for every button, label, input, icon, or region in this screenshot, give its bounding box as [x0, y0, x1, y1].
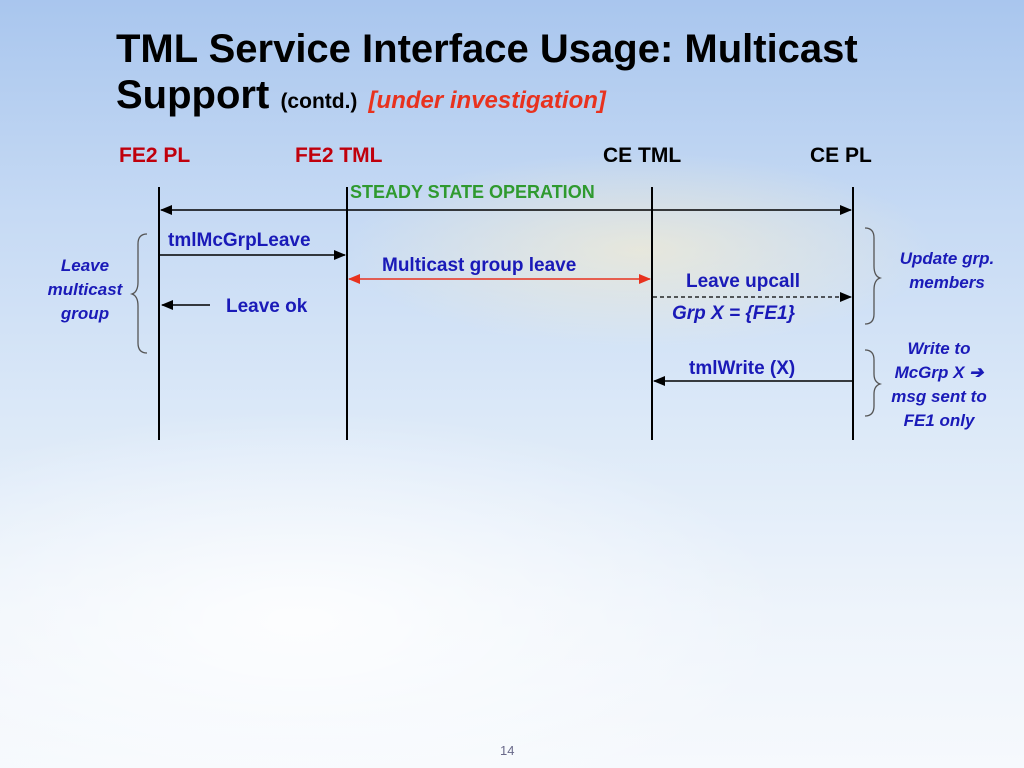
- note-leave-multicast-group: Leave multicast group: [30, 254, 140, 326]
- msg-leave-upcall: Leave upcall: [686, 271, 801, 292]
- entity-fe2-pl: FE2 PL: [119, 144, 191, 167]
- note-line: McGrp X ➔: [894, 363, 984, 382]
- msg-tml-write: tmlWrite (X): [689, 358, 796, 379]
- right-brace-update: [864, 227, 883, 325]
- entity-fe2-tml: FE2 TML: [295, 144, 383, 167]
- msg-tml-mc-grp-leave: tmlMcGrpLeave: [168, 230, 311, 251]
- note-write-to-mcgrp: Write to McGrp X ➔ msg sent to FE1 only: [880, 337, 998, 433]
- right-brace-write: [864, 349, 883, 417]
- note-line: FE1 only: [903, 411, 975, 430]
- note-line: multicast: [47, 280, 123, 299]
- note-line: Write to: [907, 339, 971, 358]
- msg-multicast-group-leave: Multicast group leave: [382, 255, 577, 276]
- entity-ce-tml: CE TML: [603, 144, 682, 167]
- note-line: Leave: [60, 256, 110, 275]
- note-line: members: [909, 273, 985, 292]
- left-brace: [129, 233, 148, 354]
- title-contd: (contd.): [280, 90, 358, 113]
- note-line: msg sent to: [891, 387, 987, 406]
- note-line: group: [60, 304, 110, 323]
- slide-number: 14: [500, 743, 515, 758]
- msg-leave-ok: Leave ok: [226, 296, 308, 317]
- entity-ce-pl: CE PL: [810, 144, 872, 167]
- note-line: Update grp.: [899, 249, 995, 268]
- steady-state-label: STEADY STATE OPERATION: [350, 182, 595, 202]
- title-status: [under investigation]: [368, 87, 606, 114]
- msg-grp-x: Grp X = {FE1}: [672, 303, 796, 324]
- note-update-grp-members: Update grp. members: [884, 247, 1010, 295]
- title-main: TML Service Interface Usage: Multicast S…: [116, 27, 858, 117]
- slide-title: TML Service Interface Usage: Multicast S…: [116, 26, 996, 125]
